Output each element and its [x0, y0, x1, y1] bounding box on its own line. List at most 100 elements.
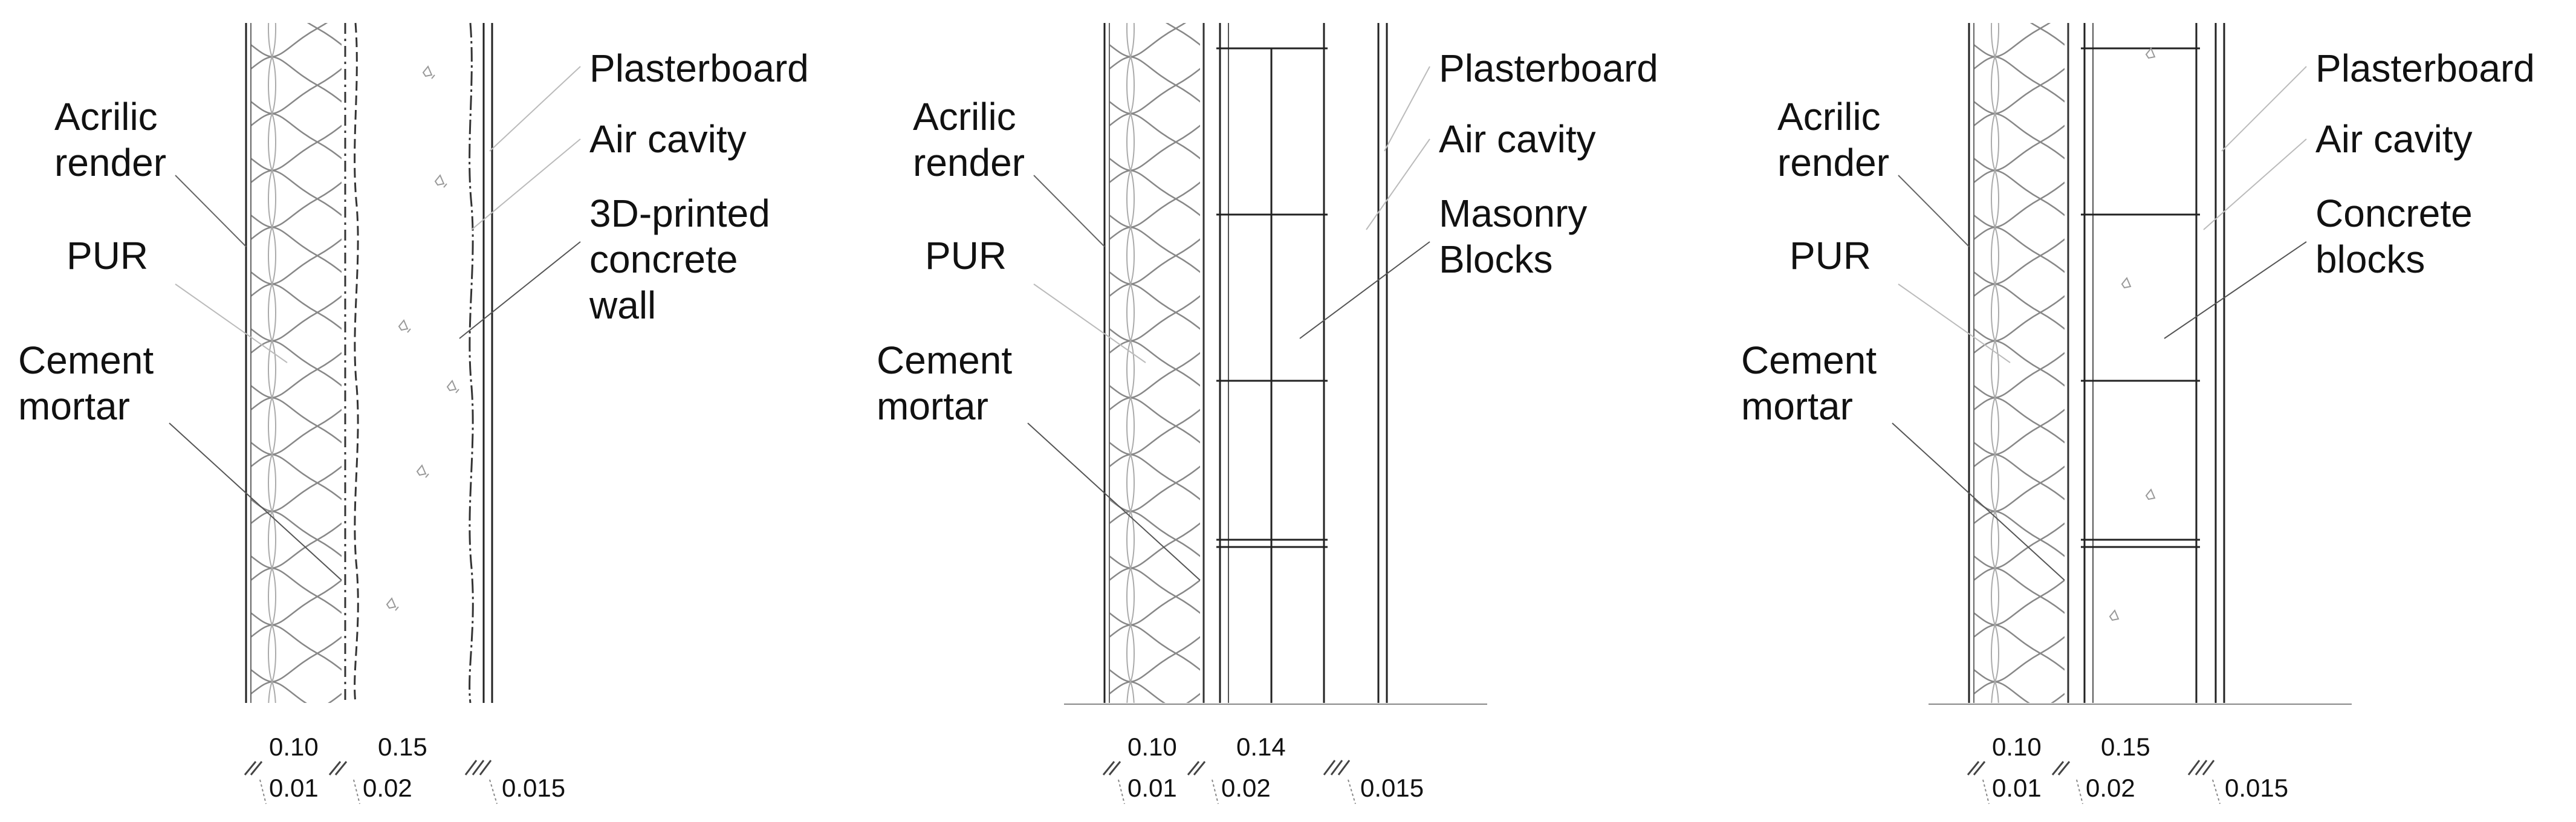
label-wall-type-line: Blocks [1439, 238, 1553, 281]
leader-acrilic-render [1898, 175, 1970, 247]
label-wall-type-line: concrete [589, 238, 738, 281]
leader-wall [2164, 241, 2307, 339]
label-air-cavity: Air cavity [2315, 117, 2473, 161]
leader-air-cavity [2203, 138, 2307, 230]
leader-pur [1033, 283, 1146, 363]
leader-air-cavity [1366, 138, 1430, 230]
pur-insulation [251, 23, 342, 703]
label-cement-mortar-line: Cement [877, 338, 1012, 382]
label-acrilic-render-line: Acrilic [54, 95, 158, 138]
dimension-tick-stroke [1323, 760, 1336, 775]
dimension-tick [1102, 761, 1121, 775]
label-pur-line: PUR [925, 234, 1007, 277]
pur-insulation [1109, 23, 1200, 703]
aggregate-mark [446, 380, 459, 393]
pur-insulation [1974, 23, 2065, 703]
dimension-air-cavity: 0.02 [1221, 774, 1271, 802]
leader-wall [1299, 241, 1430, 339]
dimension-air-cavity: 0.02 [363, 774, 412, 802]
label-wall-type-line: 3D-printed [589, 192, 770, 235]
label-cement-mortar-line: Cement [18, 338, 154, 382]
3d-printed-wall-edge [354, 22, 359, 704]
label-air-cavity: Air cavity [1439, 117, 1596, 161]
dimension-leader [2076, 779, 2083, 804]
label-air-cavity-line: Air cavity [1439, 117, 1596, 161]
dimension-tick-stroke [250, 761, 263, 775]
leader-cement-mortar [169, 422, 342, 581]
label-pur: PUR [67, 234, 148, 277]
leader-air-cavity [471, 138, 581, 230]
label-wall-type-line: Concrete [2315, 192, 2473, 235]
label-plasterboard-line: Plasterboard [589, 47, 809, 90]
dimension-tick-stroke [2187, 760, 2201, 775]
aggregate-mark [416, 464, 429, 478]
dimension-tick-stroke [244, 761, 257, 775]
dimension-tick-stroke [1973, 761, 1986, 775]
dimension-tick [464, 760, 492, 775]
leader-cement-mortar [1892, 422, 2065, 581]
leader-cement-mortar [1027, 422, 1201, 581]
aggregate-mark [386, 597, 399, 611]
label-pur: PUR [1789, 234, 1871, 277]
dimension-render: 0.01 [269, 774, 319, 802]
aggregate-mark [398, 319, 411, 333]
label-plasterboard: Plasterboard [2315, 47, 2535, 90]
label-plasterboard-line: Plasterboard [2315, 47, 2535, 90]
label-pur-line: PUR [67, 234, 148, 277]
leader-pur [175, 283, 288, 363]
leader-pur [1898, 283, 2011, 363]
dimension-leader [1982, 779, 1990, 804]
dimension-leader [1212, 779, 1219, 804]
dimension-tick-stroke [1967, 761, 1980, 775]
aggregate-mark [434, 174, 447, 188]
leader-wall [459, 241, 581, 339]
aggregate-mark [2109, 609, 2120, 621]
dimension-tick [244, 761, 263, 775]
leader-acrilic-render [175, 175, 247, 247]
dimension-leader [1118, 779, 1125, 804]
leader-plasterboard [2221, 66, 2307, 152]
label-air-cavity-line: Air cavity [589, 117, 747, 161]
dimension-leader [1348, 779, 1356, 804]
dimension-tick-stroke [1108, 761, 1121, 775]
dimension-tick-stroke [1193, 761, 1206, 775]
dimension-tick-stroke [328, 761, 342, 775]
label-acrilic-render-line: Acrilic [913, 95, 1016, 138]
dimension-tick-stroke [2195, 760, 2208, 775]
dimension-tick-stroke [472, 760, 485, 775]
dimension-tick [328, 761, 348, 775]
dimension-leader [259, 779, 267, 804]
label-cement-mortar-line: mortar [18, 384, 130, 428]
leader-plasterboard [489, 66, 581, 152]
dimension-plasterboard: 0.015 [502, 774, 565, 802]
dimension-render: 0.01 [1127, 774, 1177, 802]
label-plasterboard-line: Plasterboard [1439, 47, 1658, 90]
dimension-tick [1323, 760, 1351, 775]
dimension-tick-stroke [2057, 761, 2071, 775]
label-cement-mortar-line: mortar [877, 384, 988, 428]
dimension-pur: 0.10 [1127, 733, 1177, 761]
aggregate-mark [2145, 47, 2156, 59]
dimension-wall: 0.15 [378, 733, 427, 761]
aggregate-mark [2145, 488, 2156, 500]
label-air-cavity: Air cavity [589, 117, 747, 161]
label-wall-type-line: Masonry [1439, 192, 1587, 235]
label-pur: PUR [925, 234, 1007, 277]
label-pur-line: PUR [1789, 234, 1871, 277]
dimension-tick [1187, 761, 1206, 775]
aggregate-mark [2121, 277, 2132, 289]
dimension-pur: 0.10 [1992, 733, 2042, 761]
dimension-render: 0.01 [1992, 774, 2042, 802]
dimension-pur: 0.10 [269, 733, 319, 761]
